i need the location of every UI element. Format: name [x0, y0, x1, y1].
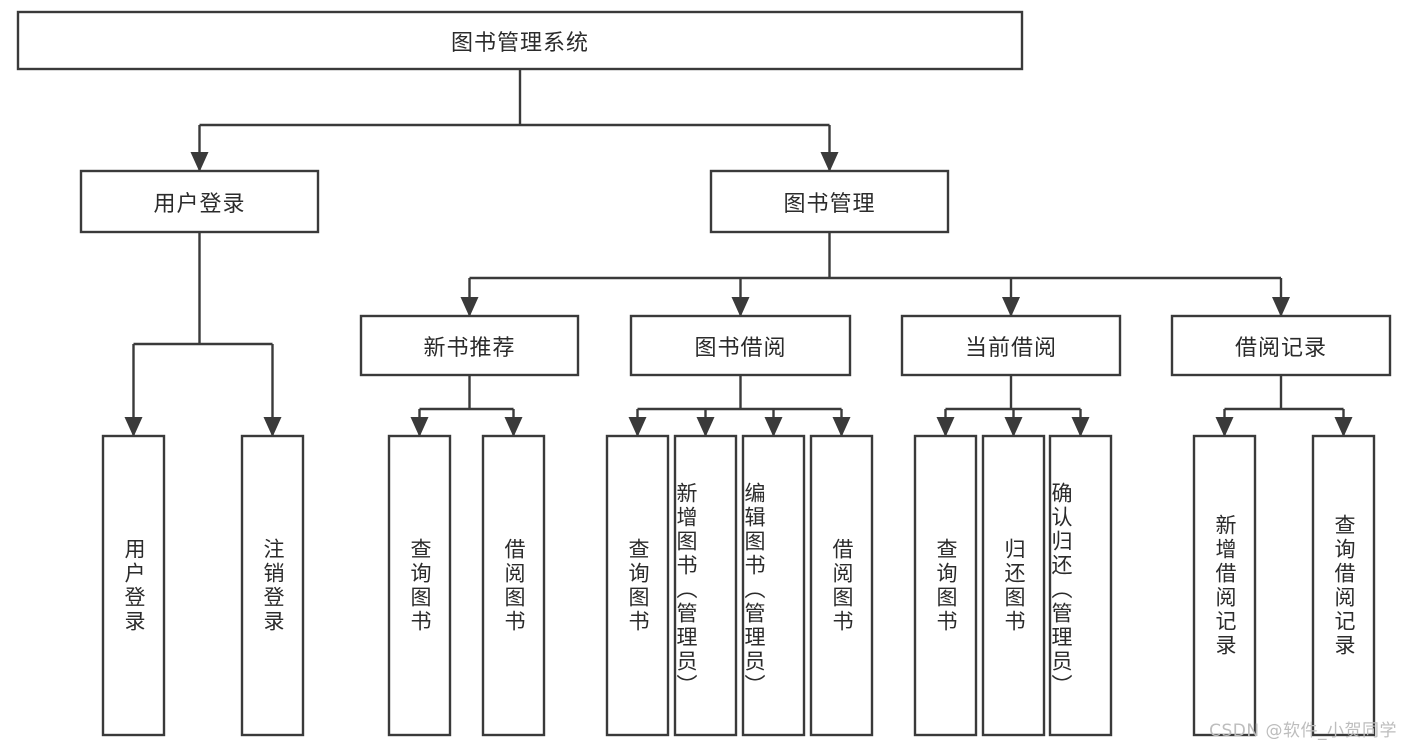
node-box-n_book_mgmt[interactable]: [709, 169, 950, 234]
node-box-l_cur_query[interactable]: [913, 434, 978, 737]
node-box-l_rec_query[interactable]: [1311, 434, 1376, 737]
arrow-head-icon: [263, 417, 282, 437]
node-box-n_user_login[interactable]: [79, 169, 320, 234]
arrow-head-icon: [764, 417, 783, 437]
node-box-n_current[interactable]: [900, 314, 1122, 377]
box-layer: [16, 10, 1392, 737]
node-box-n_record[interactable]: [1170, 314, 1392, 377]
arrow-head-icon: [731, 297, 750, 317]
node-box-l_user_login[interactable]: [101, 434, 166, 737]
node-box-l_rec_add[interactable]: [1192, 434, 1257, 737]
arrow-head-icon: [124, 417, 143, 437]
node-box-l_bw_borrow[interactable]: [809, 434, 874, 737]
arrow-head-icon: [1004, 417, 1023, 437]
arrow-head-icon: [1002, 297, 1020, 317]
arrow-head-icon: [696, 417, 715, 437]
node-box-l_cur_return[interactable]: [981, 434, 1046, 737]
node-box-l_nb_query[interactable]: [387, 434, 452, 737]
arrow-head-icon: [504, 417, 523, 437]
node-box-l_bw_edit[interactable]: [741, 434, 806, 737]
node-box-l_nb_borrow[interactable]: [481, 434, 546, 737]
node-box-n_new_book[interactable]: [359, 314, 580, 377]
node-box-n_borrow[interactable]: [629, 314, 852, 377]
arrow-head-icon: [936, 417, 955, 437]
arrow-head-icon: [1215, 417, 1234, 437]
node-box-l_bw_add[interactable]: [673, 434, 738, 737]
arrow-head-icon: [1334, 417, 1353, 437]
arrow-head-icon: [820, 152, 839, 172]
arrow-head-icon: [190, 152, 209, 172]
edge-layer: [124, 69, 1353, 437]
node-box-l_user_logout[interactable]: [240, 434, 305, 737]
node-box-l_bw_query[interactable]: [605, 434, 670, 737]
arrow-head-icon: [832, 417, 851, 437]
arrow-head-icon: [460, 297, 479, 317]
node-box-l_cur_confirm[interactable]: [1048, 434, 1113, 737]
arrow-head-icon: [410, 417, 429, 437]
arrow-head-icon: [628, 417, 647, 437]
arrow-head-icon: [1071, 417, 1090, 437]
arrow-head-icon: [1272, 297, 1290, 317]
node-box-root[interactable]: [16, 10, 1024, 71]
